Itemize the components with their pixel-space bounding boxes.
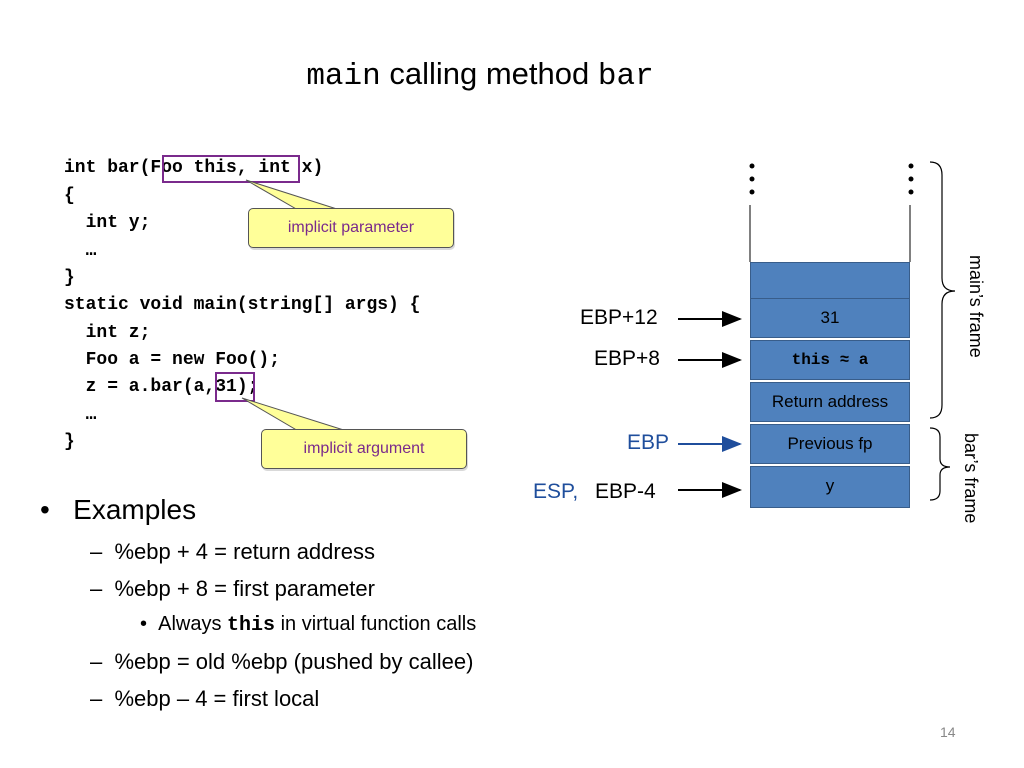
stack-cell-previous-fp: Previous fp — [750, 424, 910, 464]
code-line: int y; — [64, 213, 151, 233]
bar-frame-label: bar’s frame — [961, 433, 981, 524]
label-esp: ESP, — [533, 480, 579, 503]
code-line: int bar(Foo this, int x) — [64, 158, 324, 178]
stack-cell-return-address: Return address — [750, 382, 910, 422]
code-line: static void main(string[] args) { — [64, 295, 421, 315]
ellipsis-dots-left — [749, 163, 755, 195]
code-line: z = a.bar(a,31); — [64, 377, 259, 397]
code-line: } — [64, 268, 75, 288]
bullet-item: – %ebp + 4 = return address — [90, 539, 375, 564]
label-ebp-plus-12: EBP+12 — [580, 306, 658, 329]
main-frame-brace — [929, 161, 956, 419]
sub-bullet-item: • Always this in virtual function calls — [140, 613, 477, 637]
code-line: { — [64, 186, 75, 206]
code-line: Foo a = new Foo(); — [64, 350, 281, 370]
bullet-item: – %ebp – 4 = first local — [90, 686, 320, 711]
stack-cell-top — [750, 262, 910, 302]
main-frame-label: main’s frame — [966, 255, 986, 358]
ellipsis-dots-right — [908, 163, 914, 195]
bullet-item: – %ebp = old %ebp (pushed by callee) — [90, 649, 474, 674]
implicit-parameter-callout: implicit parameter — [248, 208, 454, 248]
this-param-highlight — [162, 155, 300, 183]
implicit-argument-callout: implicit argument — [261, 429, 467, 469]
label-ebp-minus-4: EBP-4 — [595, 480, 656, 503]
label-ebp-plus-8: EBP+8 — [594, 347, 660, 370]
bullet-item: – %ebp + 8 = first parameter — [90, 576, 375, 601]
title-bar: bar — [597, 59, 654, 94]
title-middle: calling method — [380, 56, 598, 91]
label-ebp: EBP — [627, 431, 670, 454]
code-line: } — [64, 432, 75, 452]
page-number: 14 — [940, 724, 956, 740]
slide-title: main calling method bar — [0, 56, 960, 94]
bullet-examples: • Examples — [40, 494, 197, 525]
code-line: … — [64, 405, 97, 425]
a-arg-highlight — [215, 372, 255, 402]
bar-frame-brace — [929, 427, 951, 501]
stack-cell-this: this ≈ a — [750, 340, 910, 380]
stack-cell-y: y — [750, 466, 910, 508]
stack-cell-31: 31 — [750, 298, 910, 338]
code-line: int z; — [64, 323, 151, 343]
title-main: main — [306, 59, 381, 94]
code-line: … — [64, 241, 97, 261]
